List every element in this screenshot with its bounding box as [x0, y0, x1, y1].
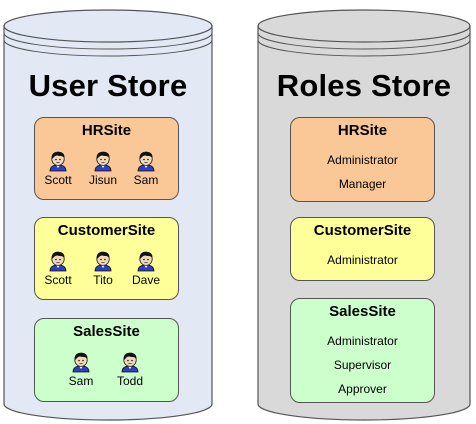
- roles-site-hrsite: HRSite Administrator Manager: [290, 117, 435, 202]
- role-label: Approver: [338, 382, 387, 396]
- user-store-title: User Store: [28, 68, 188, 103]
- user-name: Tito: [93, 273, 113, 287]
- role-label: Administrator: [327, 253, 398, 267]
- roles-site-salessite: SalesSite Administrator Supervisor Appro…: [290, 298, 435, 403]
- user-entry: Sam: [59, 350, 103, 388]
- user-name: Sam: [133, 173, 159, 187]
- user-avatar-icon: [108, 350, 152, 374]
- user-avatar-icon: [36, 249, 80, 273]
- role-label: Manager: [338, 177, 387, 191]
- user-entry: Todd: [108, 350, 152, 388]
- user-name: Scott: [44, 173, 72, 187]
- role-label: Administrator: [327, 334, 398, 348]
- user-site-salessite: SalesSite Sam Todd: [34, 318, 179, 402]
- user-avatar-icon: [124, 249, 168, 273]
- roles-store-title: Roles Store: [276, 68, 452, 103]
- user-name: Todd: [116, 374, 144, 388]
- user-name: Scott: [44, 273, 72, 287]
- user-entry: Dave: [124, 249, 168, 287]
- site-title: SalesSite: [73, 323, 140, 340]
- user-avatar-icon: [36, 149, 80, 173]
- user-name: Jisun: [88, 173, 117, 187]
- site-title: HRSite: [81, 122, 132, 139]
- user-site-hrsite: HRSite Scott Jisun Sam: [34, 117, 179, 200]
- user-avatar-icon: [81, 149, 125, 173]
- user-entry: Jisun: [81, 149, 125, 187]
- site-title: CustomerSite: [57, 222, 156, 239]
- user-avatar-icon: [59, 350, 103, 374]
- user-avatar-icon: [124, 149, 168, 173]
- user-entry: Tito: [81, 249, 125, 287]
- site-title: SalesSite: [329, 303, 396, 320]
- site-title: HRSite: [337, 122, 388, 139]
- user-name: Dave: [131, 273, 160, 287]
- role-label: Administrator: [327, 153, 398, 167]
- user-entry: Scott: [36, 249, 80, 287]
- role-label: Supervisor: [333, 358, 392, 372]
- user-name: Sam: [68, 374, 94, 388]
- user-entry: Sam: [124, 149, 168, 187]
- site-title: CustomerSite: [313, 222, 412, 239]
- roles-site-customersite: CustomerSite Administrator: [290, 217, 435, 281]
- user-site-customersite: CustomerSite Scott Tito Dave: [34, 217, 179, 300]
- user-avatar-icon: [81, 249, 125, 273]
- user-entry: Scott: [36, 149, 80, 187]
